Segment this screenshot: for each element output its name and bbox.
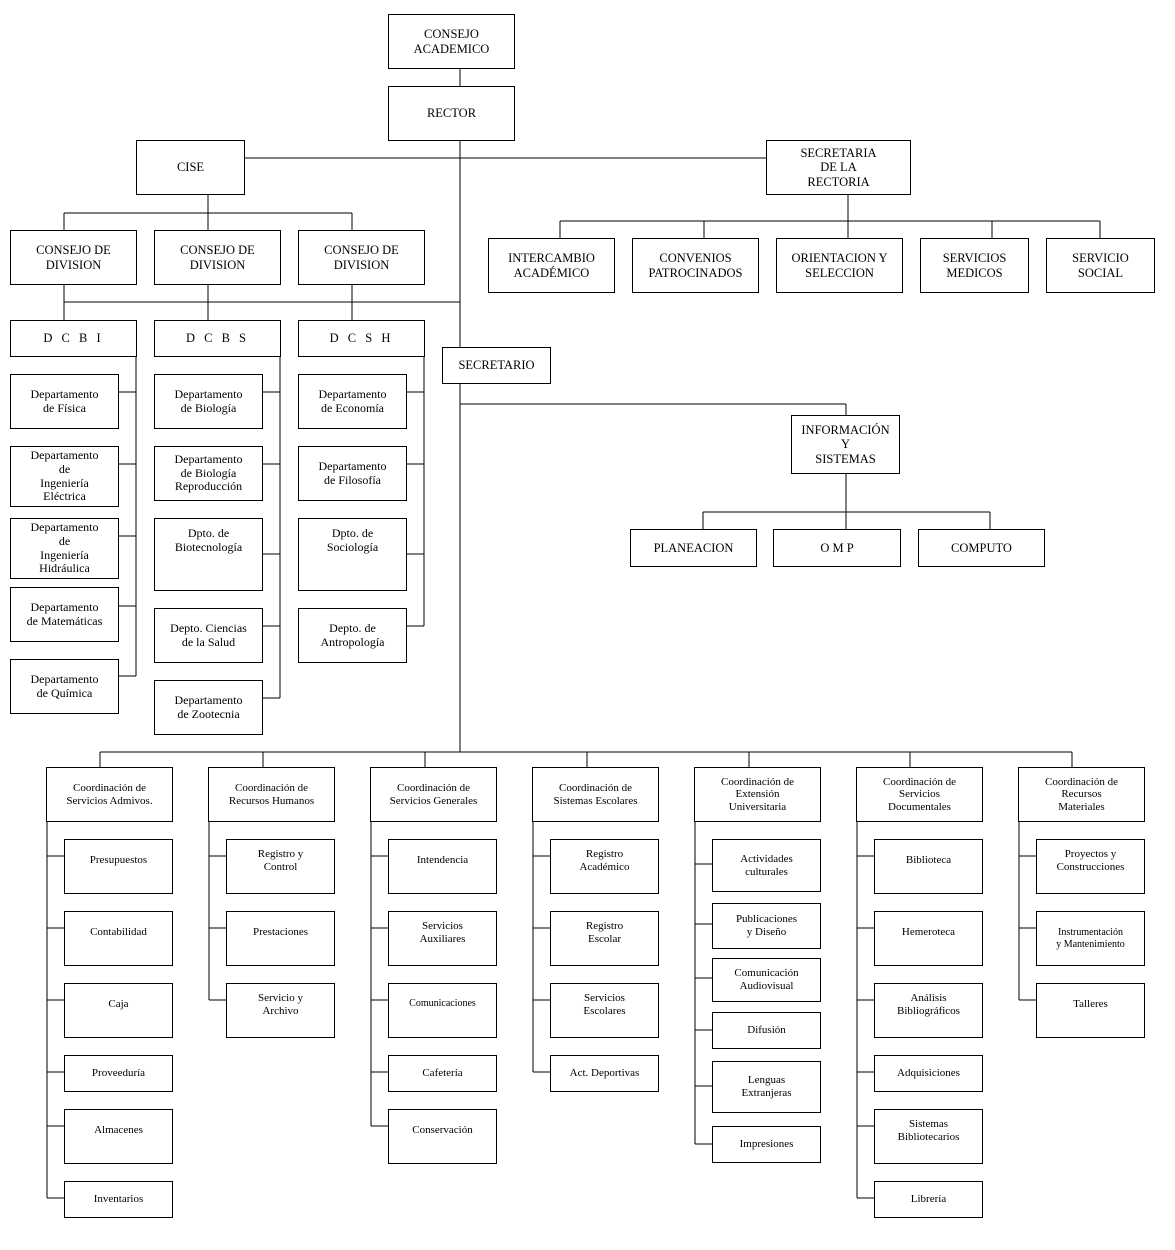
box-cafeteria: Cafetería — [388, 1055, 497, 1092]
box-proveeduria: Proveeduría — [64, 1055, 173, 1092]
box-consejo-division-3: CONSEJO DE DIVISION — [298, 230, 425, 285]
box-dcsh: D C S H — [298, 320, 425, 357]
box-lenguas-extranjeras: Lenguas Extranjeras — [712, 1061, 821, 1113]
box-difusion: Difusión — [712, 1012, 821, 1049]
box-intercambio-academico: INTERCAMBIO ACADÉMICO — [488, 238, 615, 293]
box-coord-recursos-materiales: Coordinación de Recursos Materiales — [1018, 767, 1145, 822]
box-dpto-biotecnologia: Dpto. de Biotecnología — [154, 518, 263, 591]
box-servicios-escolares: Servicios Escolares — [550, 983, 659, 1038]
box-prestaciones: Prestaciones — [226, 911, 335, 966]
box-coord-servicios-documentales: Coordinación de Servicios Documentales — [856, 767, 983, 822]
box-depto-ciencias-salud: Depto. Ciencias de la Salud — [154, 608, 263, 663]
box-dcbs: D C B S — [154, 320, 281, 357]
box-comunicaciones: Comunicaciones — [388, 983, 497, 1038]
box-depto-biologia-reproduccion: Departamento de Biología Reproducción — [154, 446, 263, 501]
box-act-deportivas: Act. Deportivas — [550, 1055, 659, 1092]
box-dpto-sociologia: Dpto. de Sociología — [298, 518, 407, 591]
box-registro-escolar: Registro Escolar — [550, 911, 659, 966]
box-comunicacion-audiovisual: Comunicación Audiovisual — [712, 958, 821, 1002]
box-convenios-patrocinados: CONVENIOS PATROCINADOS — [632, 238, 759, 293]
box-coord-sistemas-escolares: Coordinación de Sistemas Escolares — [532, 767, 659, 822]
box-depto-matematicas: Departamento de Matemáticas — [10, 587, 119, 642]
box-depto-fisica: Departamento de Física — [10, 374, 119, 429]
box-omp: O M P — [773, 529, 901, 567]
box-registro-control: Registro y Control — [226, 839, 335, 894]
box-computo: COMPUTO — [918, 529, 1045, 567]
box-sistemas-bibliotecarios: Sistemas Bibliotecarios — [874, 1109, 983, 1164]
box-analisis-bibliograficos: Análisis Bibliográficos — [874, 983, 983, 1038]
box-cise: CISE — [136, 140, 245, 195]
box-depto-filosofia: Departamento de Filosofía — [298, 446, 407, 501]
box-libreria: Librería — [874, 1181, 983, 1218]
box-secretaria-rectoria: SECRETARIA DE LA RECTORIA — [766, 140, 911, 195]
box-talleres: Talleres — [1036, 983, 1145, 1038]
box-proyectos-construcciones: Proyectos y Construcciones — [1036, 839, 1145, 894]
box-consejo-academico: CONSEJO ACADEMICO — [388, 14, 515, 69]
box-instrumentacion-mantenimiento: Instrumentación y Mantenimiento — [1036, 911, 1145, 966]
box-secretario: SECRETARIO — [442, 347, 551, 384]
box-servicio-archivo: Servicio y Archivo — [226, 983, 335, 1038]
box-biblioteca: Biblioteca — [874, 839, 983, 894]
box-intendencia: Intendencia — [388, 839, 497, 894]
box-informacion-sistemas: INFORMACIÓN Y SISTEMAS — [791, 415, 900, 474]
box-servicio-social: SERVICIO SOCIAL — [1046, 238, 1155, 293]
box-registro-academico: Registro Académico — [550, 839, 659, 894]
box-depto-ing-electrica: Departamento de Ingeniería Eléctrica — [10, 446, 119, 507]
box-adquisiciones: Adquisiciones — [874, 1055, 983, 1092]
box-coord-servicios-generales: Coordinación de Servicios Generales — [370, 767, 497, 822]
box-caja: Caja — [64, 983, 173, 1038]
box-coord-extension-universitaria: Coordinación de Extensión Universitaria — [694, 767, 821, 822]
box-depto-quimica: Departamento de Química — [10, 659, 119, 714]
box-servicios-auxiliares: Servicios Auxiliares — [388, 911, 497, 966]
box-depto-ing-hidraulica: Departamento de Ingeniería Hidráulica — [10, 518, 119, 579]
box-rector: RECTOR — [388, 86, 515, 141]
box-coord-servicios-admivos: Coordinación de Servicios Admivos. — [46, 767, 173, 822]
box-inventarios: Inventarios — [64, 1181, 173, 1218]
box-presupuestos: Presupuestos — [64, 839, 173, 894]
box-servicios-medicos: SERVICIOS MEDICOS — [920, 238, 1029, 293]
box-publicaciones-diseno: Publicaciones y Diseño — [712, 903, 821, 949]
box-impresiones: Impresiones — [712, 1126, 821, 1163]
box-consejo-division-2: CONSEJO DE DIVISION — [154, 230, 281, 285]
box-depto-biologia: Departamento de Biología — [154, 374, 263, 429]
box-coord-recursos-humanos: Coordinación de Recursos Humanos — [208, 767, 335, 822]
box-depto-antropologia: Depto. de Antropología — [298, 608, 407, 663]
box-dcbi: D C B I — [10, 320, 137, 357]
box-hemeroteca: Hemeroteca — [874, 911, 983, 966]
box-almacenes: Almacenes — [64, 1109, 173, 1164]
box-consejo-division-1: CONSEJO DE DIVISION — [10, 230, 137, 285]
box-contabilidad: Contabilidad — [64, 911, 173, 966]
box-planeacion: PLANEACION — [630, 529, 757, 567]
box-actividades-culturales: Actividades culturales — [712, 839, 821, 892]
box-orientacion-seleccion: ORIENTACION Y SELECCION — [776, 238, 903, 293]
box-conservacion: Conservación — [388, 1109, 497, 1164]
box-depto-zootecnia: Departamento de Zootecnia — [154, 680, 263, 735]
box-depto-economia: Departamento de Economía — [298, 374, 407, 429]
